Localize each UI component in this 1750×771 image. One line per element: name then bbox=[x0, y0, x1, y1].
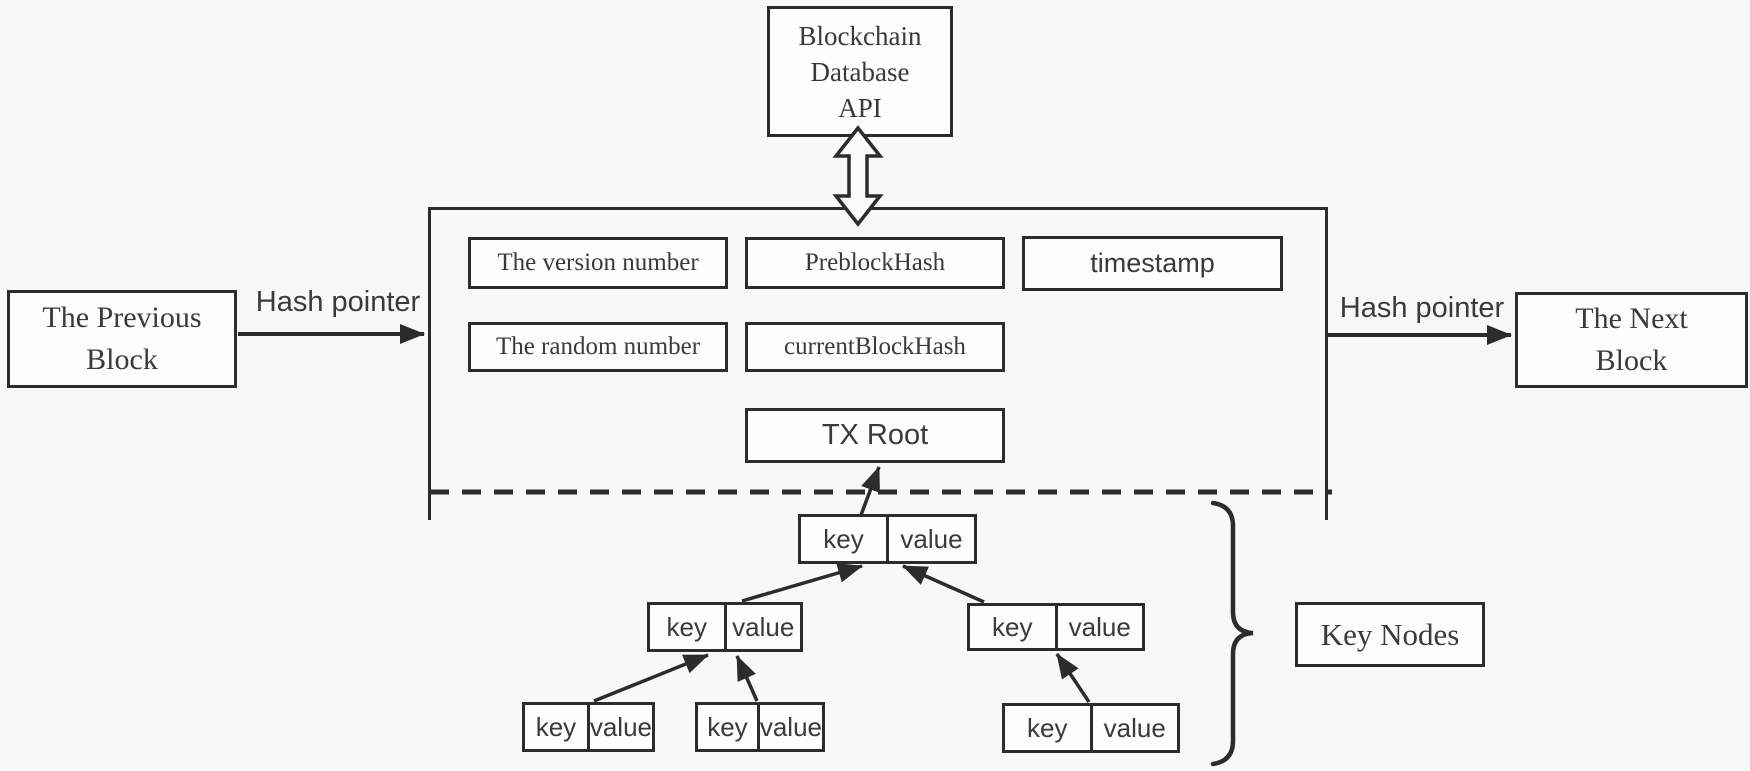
kv-node-mid-right: key value bbox=[967, 603, 1145, 651]
next-block-line: The Next bbox=[1575, 302, 1688, 335]
random-number-box: The random number bbox=[468, 322, 728, 372]
random-number-label: The random number bbox=[495, 333, 701, 360]
previous-block-line: The Previous bbox=[42, 301, 202, 334]
kv-value-cell: value bbox=[759, 711, 822, 742]
next-block-box: The Next Block bbox=[1515, 292, 1748, 388]
hash-pointer-right-label: Hash pointer bbox=[1339, 292, 1505, 324]
key-nodes-label: Key Nodes bbox=[1320, 616, 1460, 652]
timestamp-label: timestamp bbox=[1090, 248, 1215, 278]
kv-node-bottom-right: key value bbox=[1002, 703, 1180, 753]
kv-value-cell: value bbox=[589, 711, 652, 742]
version-number-label: The version number bbox=[497, 249, 699, 276]
preblock-hash-box: PreblockHash bbox=[745, 237, 1005, 289]
api-box-line: Database bbox=[810, 56, 910, 87]
api-box-line: Blockchain bbox=[798, 20, 922, 51]
kv-node-bottom-mid: key value bbox=[695, 702, 825, 752]
previous-block-box: The Previous Block bbox=[7, 290, 237, 388]
kv-node-mid-left: key value bbox=[647, 602, 803, 652]
previous-block-line: Block bbox=[86, 343, 158, 376]
kv-key-cell: key bbox=[801, 517, 889, 561]
current-block-hash-box: currentBlockHash bbox=[745, 322, 1005, 372]
blockchain-database-api-box: Blockchain Database API bbox=[767, 6, 953, 137]
tx-root-label: TX Root bbox=[821, 419, 929, 451]
current-block-hash-label: currentBlockHash bbox=[784, 333, 966, 360]
next-block-line: Block bbox=[1595, 344, 1668, 377]
timestamp-box: timestamp bbox=[1022, 236, 1283, 291]
arrow-midright-to-root bbox=[902, 564, 985, 604]
kv-value-cell: value bbox=[1103, 712, 1166, 743]
arrow-botmid-to-midleft bbox=[735, 655, 759, 702]
kv-value-cell: value bbox=[900, 523, 963, 554]
key-nodes-brace bbox=[1210, 500, 1254, 767]
arrow-botleft-to-midleft bbox=[593, 653, 709, 703]
kv-value-cell: value bbox=[732, 611, 795, 642]
version-number-box: The version number bbox=[468, 237, 728, 289]
kv-key-cell: key bbox=[650, 605, 727, 649]
kv-key-cell: key bbox=[698, 705, 760, 749]
kv-node-root: key value bbox=[798, 514, 977, 564]
preblock-hash-label: PreblockHash bbox=[804, 249, 946, 276]
tx-root-box: TX Root bbox=[745, 408, 1005, 463]
hash-pointer-left-label: Hash pointer bbox=[255, 286, 421, 318]
key-nodes-box: Key Nodes bbox=[1295, 602, 1485, 667]
arrow-midleft-to-root bbox=[741, 563, 863, 603]
arrow-botright-to-midright bbox=[1055, 653, 1091, 703]
kv-key-cell: key bbox=[1005, 706, 1093, 750]
kv-value-cell: value bbox=[1068, 611, 1131, 642]
kv-node-bottom-left: key value bbox=[522, 702, 655, 752]
api-box-line: API bbox=[838, 92, 882, 123]
kv-key-cell: key bbox=[970, 606, 1058, 648]
kv-key-cell: key bbox=[525, 705, 590, 749]
